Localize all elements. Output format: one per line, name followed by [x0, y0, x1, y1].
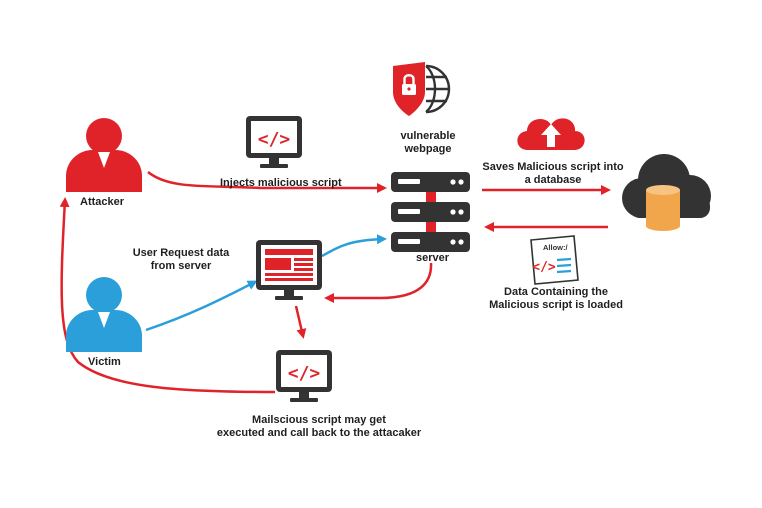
script-monitor-top-icon — [246, 116, 302, 168]
victim-person-icon — [66, 277, 142, 352]
code-glyph-bottom: </> — [288, 363, 321, 384]
cloud-database-icon — [622, 154, 711, 231]
user-request-line-2: from server — [150, 260, 212, 272]
code-document-icon — [530, 235, 579, 285]
user-request-label: User Request data from server — [133, 247, 230, 273]
saves-label: Saves Malicious script into a database — [482, 161, 623, 187]
code-glyph-top: </> — [258, 129, 291, 150]
allow-text: Allow:/ — [543, 243, 568, 252]
arrow-browser-to-server — [321, 234, 387, 258]
shield-lock-globe-icon — [393, 62, 451, 116]
executed-line-1: Mailscious script may get — [252, 414, 386, 426]
saves-line-2: a database — [524, 174, 582, 186]
executed-line-2: executed and call back to the attacaker — [216, 427, 422, 439]
data-containing-line-1: Data Containing the — [504, 286, 608, 298]
vulnerable-webpage-label: vulnerable webpage — [400, 130, 455, 156]
arrow-attacker-to-server — [147, 171, 387, 193]
victim-label: Victim — [88, 356, 121, 368]
code-glyph-doc: </> — [532, 260, 556, 275]
data-containing-line-2: Malicious script is loaded — [489, 299, 623, 311]
server-label: server — [416, 252, 450, 264]
user-request-line-1: User Request data — [132, 247, 230, 259]
arrow-browser-to-script — [294, 305, 307, 339]
attacker-label: Attacker — [80, 196, 125, 208]
arrow-victim-to-browser — [145, 280, 258, 332]
webpage-line: webpage — [404, 143, 452, 155]
browser-monitor-icon — [256, 240, 322, 300]
cloud-upload-icon — [517, 118, 585, 150]
arrow-server-to-browser — [324, 262, 433, 303]
executed-label: Mailscious script may get executed and c… — [217, 414, 421, 440]
script-monitor-bottom-icon — [276, 350, 332, 402]
saves-line-1: Saves Malicious script into — [482, 161, 624, 173]
arrow-script-to-attacker — [59, 197, 276, 394]
vulnerable-line: vulnerable — [400, 130, 456, 142]
attacker-person-icon — [66, 118, 142, 192]
server-rack-icon — [391, 172, 470, 252]
injects-label: Injects malicious script — [220, 177, 342, 189]
data-containing-label: Data Containing the Malicious script is … — [489, 286, 623, 312]
